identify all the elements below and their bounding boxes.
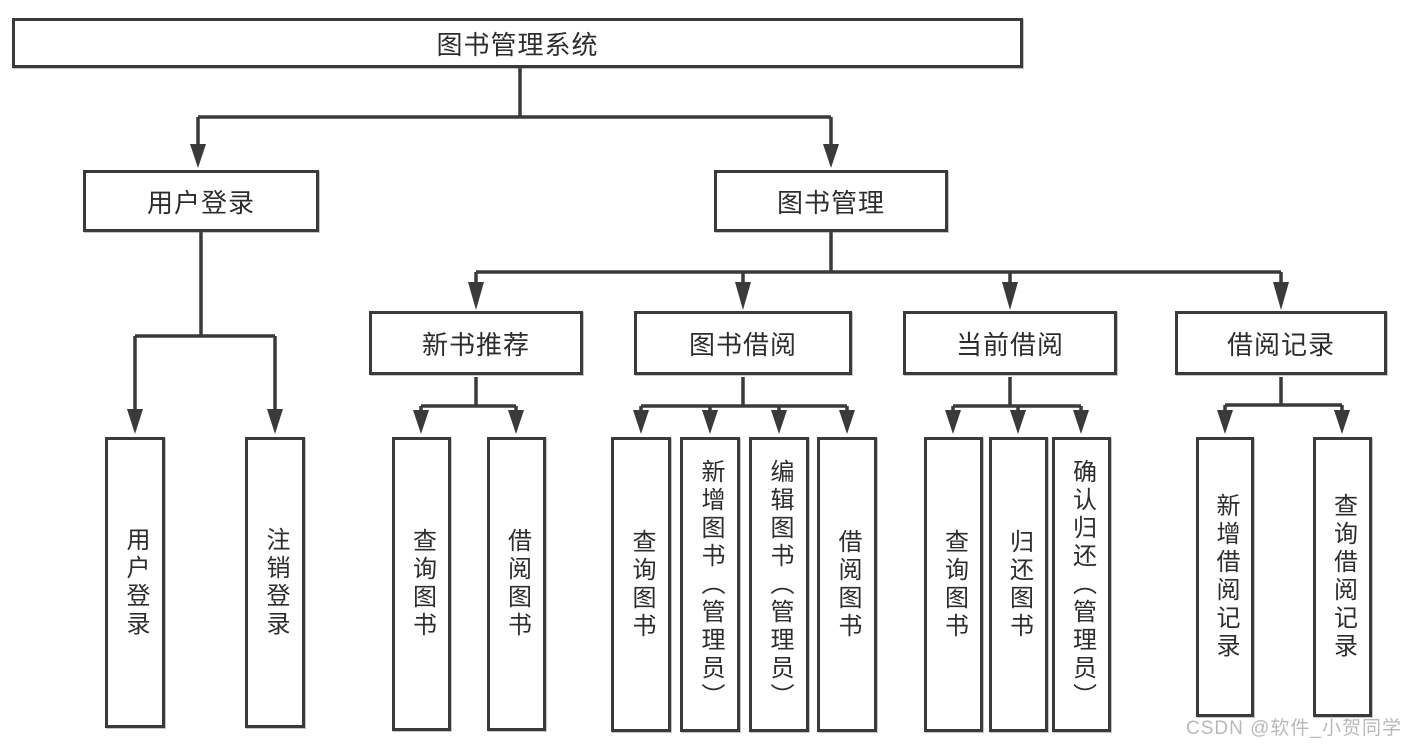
node-add-book-admin-label: 新增图书（管理员） <box>697 458 724 711</box>
node-book-management: 图书管理 <box>714 170 948 232</box>
edge-book-management-split <box>474 232 1283 284</box>
node-borrow-books-leaf: 借阅图书 <box>817 437 877 732</box>
arrowhead <box>413 410 429 434</box>
node-borrow-books-under-recommend: 借阅图书 <box>487 437 546 731</box>
arrowhead <box>468 282 484 310</box>
arrowhead <box>633 410 649 434</box>
arrowhead <box>735 282 751 310</box>
node-user-login-label: 用户登录 <box>146 187 255 218</box>
node-logout-leaf-label: 注销登录 <box>262 526 289 639</box>
node-edit-book-admin-label: 编辑图书（管理员） <box>766 458 793 711</box>
watermark: CSDN @软件_小贺同学 <box>1186 718 1402 739</box>
edge-borrow-records-split <box>1223 377 1344 412</box>
node-book-borrow: 图书借阅 <box>634 311 852 375</box>
arrowhead <box>1217 410 1233 434</box>
arrowhead <box>839 410 855 434</box>
node-return-book: 归还图书 <box>989 437 1048 732</box>
edge-user-login-split <box>133 232 277 412</box>
node-confirm-return-admin-label: 确认归还（管理员） <box>1068 458 1096 711</box>
node-confirm-return-admin: 确认归还（管理员） <box>1052 437 1111 732</box>
node-current-borrow-label: 当前借阅 <box>955 329 1064 360</box>
node-query-books-under-borrow-label: 查询图书 <box>628 528 655 641</box>
node-borrow-books-under-recommend-label: 借阅图书 <box>503 528 531 640</box>
node-query-borrow-record-label: 查询借阅记录 <box>1329 493 1357 661</box>
node-add-borrow-record-label: 新增借阅记录 <box>1212 493 1239 661</box>
node-book-borrow-label: 图书借阅 <box>688 329 797 360</box>
node-borrow-records: 借阅记录 <box>1175 311 1387 375</box>
node-query-borrow-record: 查询借阅记录 <box>1313 437 1372 717</box>
node-current-borrow: 当前借阅 <box>903 311 1117 375</box>
arrowhead <box>1010 410 1026 434</box>
arrowhead <box>1073 410 1089 434</box>
node-user-login-leaf: 用户登录 <box>105 437 165 728</box>
node-new-book-recommend-label: 新书推荐 <box>421 329 530 360</box>
node-user-login: 用户登录 <box>83 170 319 232</box>
arrowhead <box>267 409 283 434</box>
node-edit-book-admin: 编辑图书（管理员） <box>749 437 809 732</box>
arrowhead <box>508 410 524 434</box>
node-query-books-under-borrow: 查询图书 <box>611 437 671 732</box>
arrowhead <box>945 410 961 434</box>
edge-new-book-split <box>419 377 518 412</box>
node-new-book-recommend: 新书推荐 <box>369 311 583 375</box>
node-borrow-books-leaf-label: 借阅图书 <box>834 528 861 641</box>
arrowhead <box>702 410 718 434</box>
node-add-borrow-record: 新增借阅记录 <box>1196 437 1254 717</box>
arrowhead <box>1334 410 1350 434</box>
node-query-books-under-recommend-label: 查询图书 <box>408 528 436 640</box>
node-query-books-under-recommend: 查询图书 <box>392 437 451 731</box>
edge-current-borrow-split <box>951 377 1083 412</box>
node-user-login-leaf-label: 用户登录 <box>122 526 149 639</box>
edge-book-borrow-split <box>639 377 849 412</box>
arrowhead <box>1273 282 1289 310</box>
arrowhead <box>823 144 839 168</box>
node-return-book-label: 归还图书 <box>1005 528 1033 641</box>
arrowhead <box>190 144 206 168</box>
node-logout-leaf: 注销登录 <box>245 437 305 728</box>
node-query-books-under-current-label: 查询图书 <box>940 528 968 641</box>
node-query-books-under-current: 查询图书 <box>924 437 983 732</box>
node-root: 图书管理系统 <box>12 18 1023 68</box>
node-book-management-label: 图书管理 <box>776 187 885 218</box>
edge-root-stem <box>196 68 833 146</box>
node-borrow-records-label: 借阅记录 <box>1226 329 1335 360</box>
arrowheads <box>127 144 1350 434</box>
arrowhead <box>127 409 143 434</box>
arrowhead <box>1002 282 1018 310</box>
arrowhead <box>771 410 787 434</box>
node-add-book-admin: 新增图书（管理员） <box>680 437 740 732</box>
node-root-label: 图书管理系统 <box>436 29 599 60</box>
